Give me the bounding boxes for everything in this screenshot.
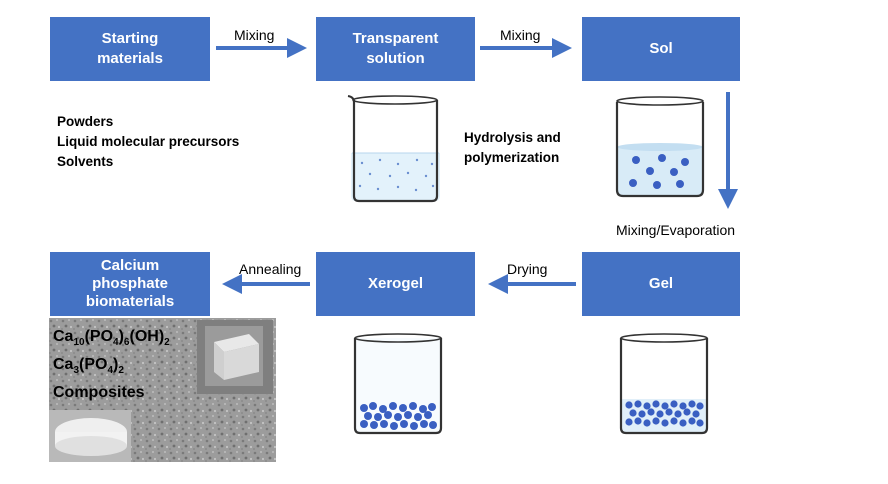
beaker-sol — [615, 96, 705, 198]
biomaterials-photo: Ca10(PO4)6(OH)2 Ca3(PO4)2 Composites — [49, 318, 276, 462]
label-mixing-1: Mixing — [234, 27, 275, 43]
photo-texture — [49, 318, 276, 462]
hydrolysis-line2: polymerization — [464, 150, 560, 165]
starting-materials-list: Powders Liquid molecular precursors Solv… — [57, 112, 239, 172]
label-drying: Drying — [507, 261, 548, 277]
label-mixing-evaporation: Mixing/Evaporation — [616, 222, 736, 238]
box-calcium-line3: biomaterials — [85, 293, 175, 310]
box-starting-materials: Starting materials — [50, 17, 210, 81]
gel-particles — [625, 400, 704, 427]
formula-hydroxyapatite: Ca10(PO4)6(OH)2 — [53, 328, 170, 349]
box-gel-label: Gel — [648, 275, 674, 292]
dispersed-dots — [358, 158, 435, 192]
box-sol: Sol — [582, 17, 740, 81]
formula-composites: Composites — [53, 384, 145, 402]
box-calcium-line1: Calcium — [100, 257, 160, 274]
list-item-liquid-precursors: Liquid molecular precursors — [57, 134, 240, 149]
box-transparent-line2: solution — [366, 50, 425, 67]
xerogel-particles — [360, 402, 437, 430]
sol-particles — [629, 154, 689, 189]
box-transparent-line1: Transparent — [352, 30, 439, 47]
label-mixing-2: Mixing — [500, 27, 541, 43]
box-calcium-line2: phosphate — [92, 275, 168, 292]
beaker-xerogel — [353, 333, 443, 435]
beaker-gel — [619, 333, 709, 435]
box-transparent-solution: Transparent solution — [316, 17, 475, 81]
list-item-solvents: Solvents — [57, 154, 114, 169]
arrows — [216, 38, 738, 294]
hydrolysis-line1: Hydrolysis and — [464, 130, 561, 145]
product-formulas: Ca10(PO4)6(OH)2 Ca3(PO4)2 Composites — [53, 326, 170, 404]
formula-tricalcium-phosphate: Ca3(PO4)2 — [53, 356, 124, 377]
hydrolysis-label: Hydrolysis and polymerization — [464, 128, 561, 168]
box-xerogel: Xerogel — [316, 252, 475, 316]
box-xerogel-label: Xerogel — [367, 275, 424, 292]
box-starting-line2: materials — [97, 50, 163, 67]
box-starting-line1: Starting — [101, 30, 159, 47]
label-annealing: Annealing — [239, 261, 302, 277]
beaker-transparent-solution — [347, 95, 440, 203]
box-gel: Gel — [582, 252, 740, 316]
list-item-powders: Powders — [57, 114, 114, 129]
box-sol-label: Sol — [649, 40, 673, 57]
